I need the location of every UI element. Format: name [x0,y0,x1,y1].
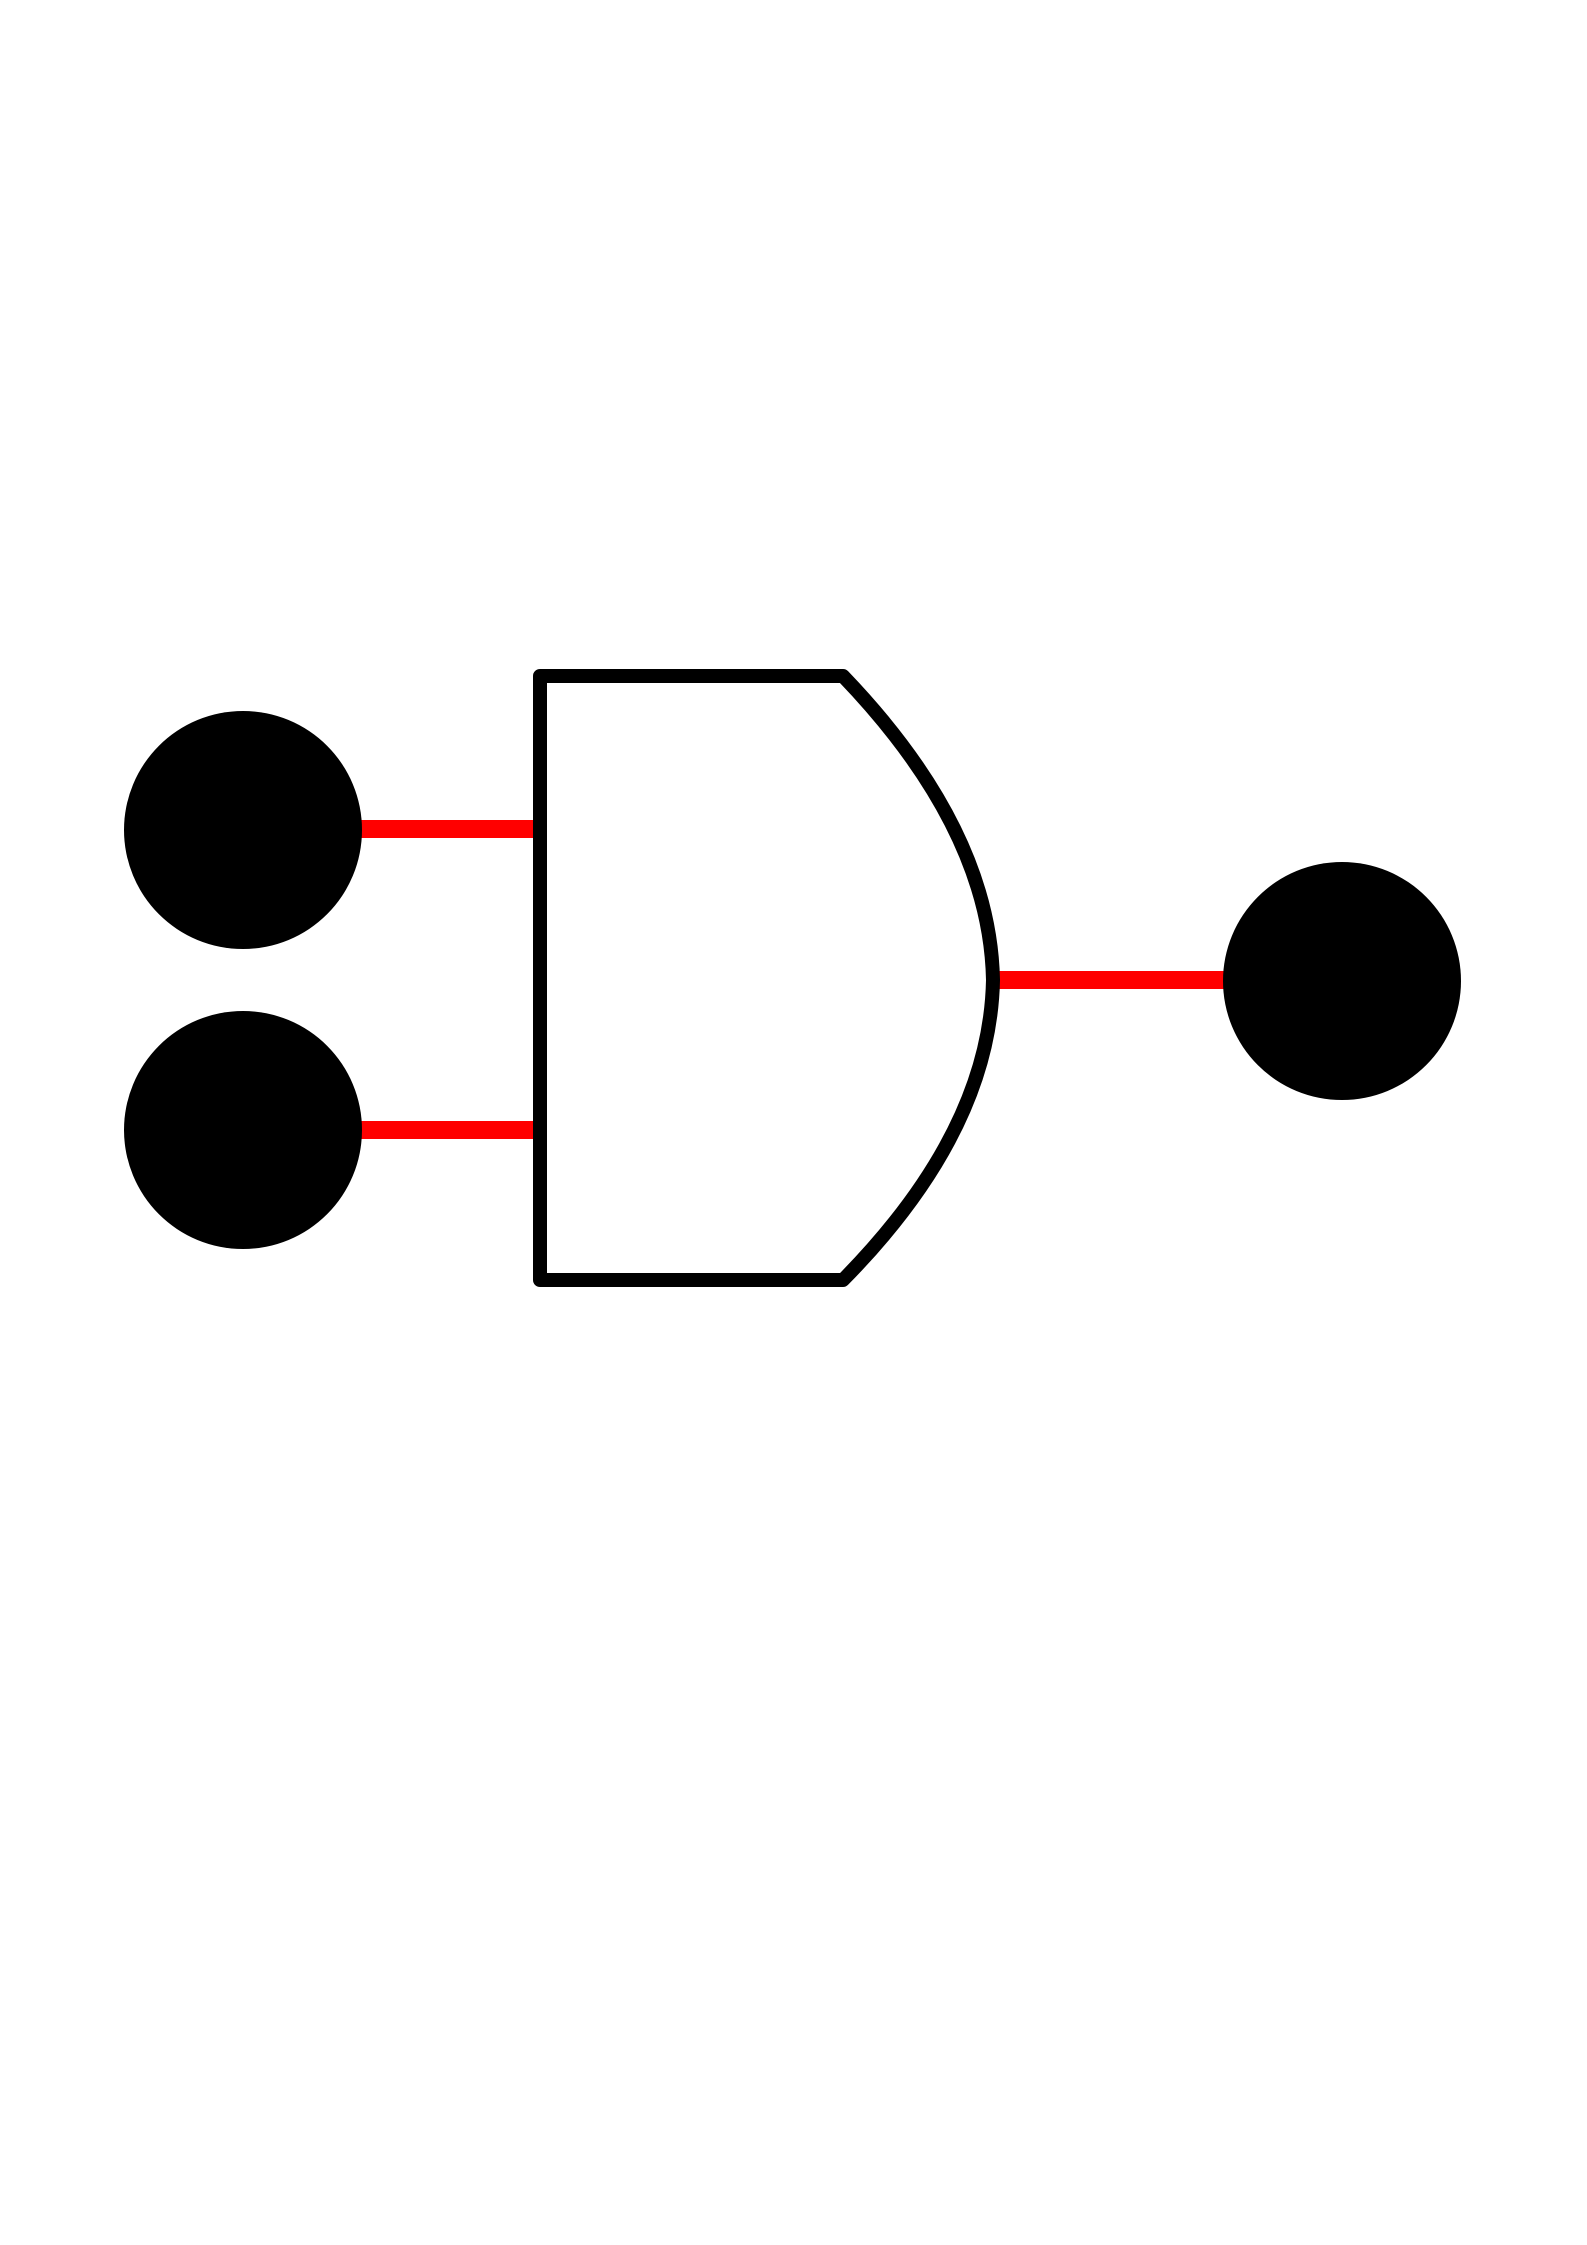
output-node [1223,862,1461,1100]
input-b-node [124,1011,362,1249]
and-gate-symbol [533,669,1000,1287]
input-a-node [124,711,362,949]
